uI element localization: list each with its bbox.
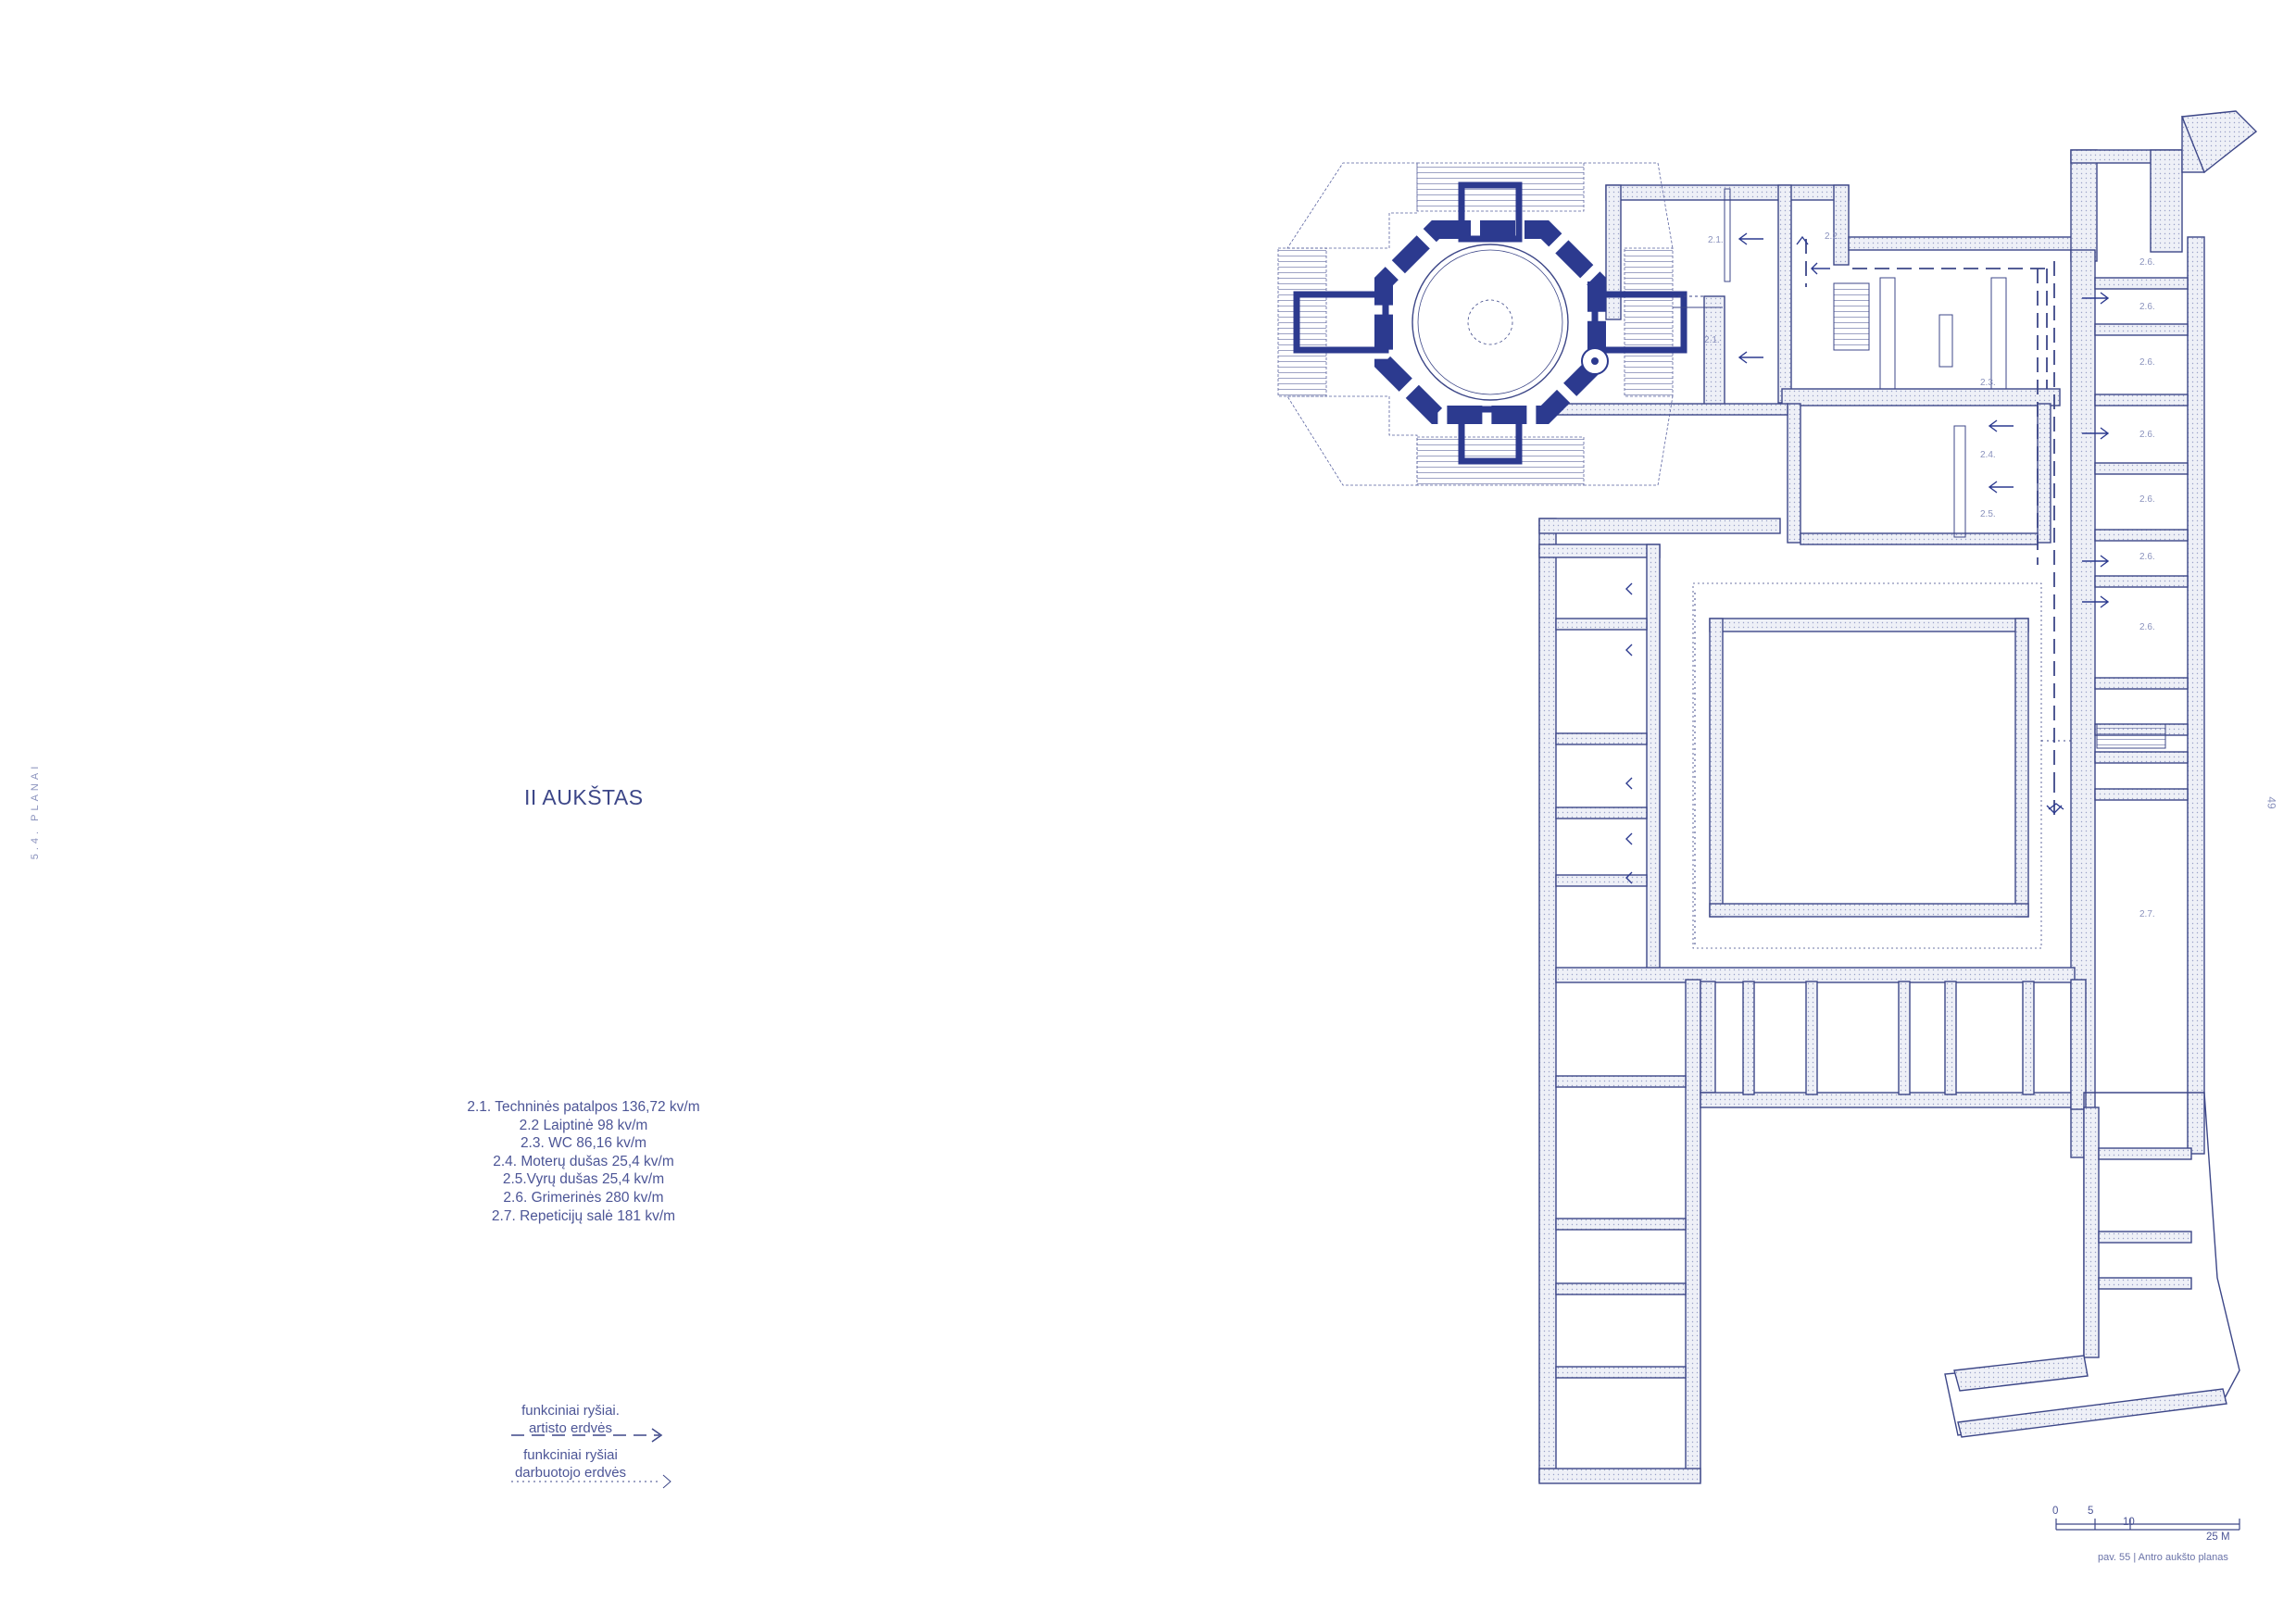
legend-item: 2.2 Laiptinė 98 kv/m	[519, 1117, 648, 1133]
svg-text:2.1.: 2.1.	[1708, 235, 1724, 245]
building-walls	[1538, 110, 2258, 1484]
svg-text:2.6.: 2.6.	[2139, 302, 2155, 312]
svg-text:2.2.: 2.2.	[1825, 231, 1840, 242]
scale-tick-25: 25 M	[2206, 1532, 2230, 1543]
rotunda	[1277, 162, 1687, 486]
svg-text:2.6.: 2.6.	[2139, 430, 2155, 440]
artist-route	[1805, 239, 2055, 815]
scale-bar	[2055, 1519, 2240, 1531]
svg-text:2.6.: 2.6.	[2139, 494, 2155, 505]
svg-text:2.4.: 2.4.	[1980, 450, 1996, 460]
svg-text:2.6.: 2.6.	[2139, 622, 2155, 632]
legend-item: 2.5.Vyrų dušas 25,4 kv/m	[502, 1171, 665, 1188]
room-labels: 2.1. 2.1. 2.2. 2.3. 2.4. 2.5. 2.6. 2.6. …	[1704, 231, 2155, 919]
svg-text:2.7.: 2.7.	[2139, 909, 2155, 919]
legend-item: 2.1. Techninės patalpos 136,72 kv/m	[467, 1099, 700, 1115]
courtyard	[1692, 582, 2042, 949]
scale-tick-0: 0	[2052, 1506, 2059, 1517]
svg-text:2.1.: 2.1.	[1704, 335, 1720, 345]
artist-connection-label: funkciniai ryšiai. artisto erdvės	[521, 1403, 620, 1436]
door-arrows	[1625, 232, 2110, 884]
svg-text:2.5.: 2.5.	[1980, 509, 1996, 519]
floor-title: II AUKŠTAS	[524, 785, 644, 809]
wc-fixtures	[1833, 277, 2166, 749]
legend-item: 2.6. Grimerinės 280 kv/m	[503, 1189, 664, 1206]
worker-connection-marker	[511, 1474, 671, 1489]
scale-tick-10: 10	[2123, 1517, 2135, 1528]
svg-text:2.6.: 2.6.	[2139, 357, 2155, 368]
svg-text:2.3.: 2.3.	[1980, 378, 1996, 388]
room-legend: 2.1. Techninės patalpos 136,72 kv/m 2.2 …	[454, 1098, 713, 1225]
svg-text:2.6.: 2.6.	[2139, 257, 2155, 268]
svg-text:2.6.: 2.6.	[2139, 552, 2155, 562]
worker-connection-label: funkciniai ryšiai darbuotojo erdvės	[514, 1447, 627, 1481]
artist-connection-marker	[511, 1428, 663, 1443]
scale-tick-5: 5	[2088, 1506, 2094, 1517]
legend-item: 2.7. Repeticijų salė 181 kv/m	[491, 1207, 676, 1224]
legend-item: 2.3. WC 86,16 kv/m	[520, 1135, 647, 1152]
legend-item: 2.4. Moterų dušas 25,4 kv/m	[493, 1153, 674, 1169]
figure-caption: pav. 55 | Antro aukšto planas	[2098, 1552, 2228, 1563]
